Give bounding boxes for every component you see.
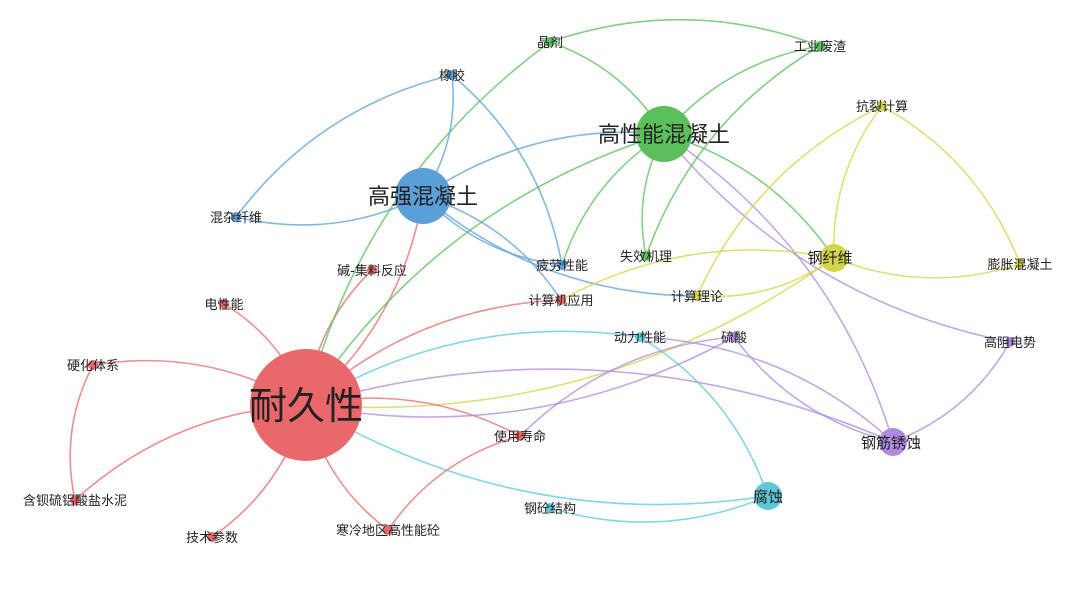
node-jisuanlilun[interactable] — [692, 291, 702, 301]
edge-gangxianwei-jisuanji — [560, 249, 835, 301]
node-shixiaojili[interactable] — [641, 251, 651, 261]
node-label-kangliejisuan: 抗裂计算 — [856, 100, 908, 115]
node-label-hanleng: 寒冷地区高性能砼 — [336, 523, 440, 539]
edge-naijiuxing-gaoxingneng — [305, 133, 665, 406]
node-label-donglixingneng: 动力性能 — [614, 331, 666, 346]
node-label-gaoxingneng: 高性能混凝土 — [598, 123, 730, 148]
nodes-layer — [70, 37, 1025, 542]
edge-gangxianwei-kangliejisuan — [833, 105, 883, 259]
node-hanlvhuawu[interactable] — [70, 495, 80, 505]
edge-gaoqiang-gaoxingneng — [422, 131, 665, 197]
node-label-jianjifanying: 碱-集料反应 — [337, 263, 407, 279]
node-gongyefeiqi[interactable] — [815, 41, 825, 51]
node-label-shiyongshouming: 使用寿命 — [494, 429, 546, 445]
node-pilaoxingneng[interactable] — [557, 260, 567, 270]
node-naijiuxing[interactable] — [250, 349, 362, 461]
node-donglixingneng[interactable] — [635, 332, 645, 342]
edge-naijiuxing-gangxianwei — [305, 257, 835, 409]
edge-yinghuatixi-hanlvhuawu — [69, 364, 94, 501]
edge-gaodianwei-gangjinxiushi — [892, 341, 1011, 443]
node-label-gaodianwei: 高阻电势 — [984, 335, 1036, 351]
node-gaoxingneng[interactable] — [636, 106, 692, 162]
node-label-gaoqiang: 高强混凝土 — [368, 185, 478, 210]
node-hunhexianwei[interactable] — [231, 212, 241, 222]
node-label-jisuanlilun: 计算理论 — [671, 290, 723, 305]
edge-xiangpi-hunhexianwei — [235, 74, 453, 218]
node-pengzhang[interactable] — [1015, 259, 1025, 269]
node-label-hanlvhuawu: 含钡硫铝酸盐水泥 — [23, 493, 127, 509]
node-label-jingkuang: 晶剂 — [537, 36, 563, 51]
node-label-pilaoxingneng: 疲劳性能 — [536, 258, 588, 274]
node-fushi[interactable] — [754, 482, 782, 510]
edge-gangxianwei-pengzhang — [833, 257, 1021, 279]
edge-naijiuxing-gangjinxiushi — [305, 368, 894, 443]
node-jishucanshu[interactable] — [207, 532, 217, 542]
edge-liulin-gangjinxiushi — [733, 336, 894, 443]
node-label-gongyefeiqi: 工业废渣 — [794, 39, 846, 55]
edge-gangxianwei-jisuanlilun — [696, 257, 835, 298]
node-label-pengzhang: 膨胀混凝土 — [987, 257, 1052, 273]
node-gangjinxiushi[interactable] — [879, 428, 907, 456]
node-label-shixiaojili: 失效机理 — [620, 250, 672, 265]
edge-kangliejisuan-jisuanlilun — [696, 105, 883, 297]
node-label-jishucanshu: 技术参数 — [186, 530, 238, 546]
node-label-yinghuatixi: 硬化体系 — [67, 359, 119, 374]
node-label-jisuanji: 计算机应用 — [528, 293, 593, 309]
node-gangjiegou[interactable] — [545, 503, 555, 513]
node-label-xiangpi: 橡胶 — [439, 68, 465, 84]
node-jisuanji[interactable] — [556, 295, 566, 305]
node-gangxianwei[interactable] — [820, 244, 848, 272]
edge-gaoqiang-jisuanlilun — [422, 195, 698, 297]
node-label-hunhexianwei: 混杂纤维 — [210, 211, 262, 226]
node-jianjifanying[interactable] — [367, 265, 377, 275]
node-jingkuang[interactable] — [545, 37, 555, 47]
node-label-gangjinxiushi: 钢筋锈蚀 — [861, 434, 921, 452]
node-xiangpi[interactable] — [447, 70, 457, 80]
node-dianxingneng[interactable] — [219, 299, 229, 309]
node-label-naijiuxing: 耐久性 — [249, 384, 363, 428]
node-gaoqiang[interactable] — [395, 168, 451, 224]
edge-donglixingneng-fushi — [639, 336, 769, 497]
edge-xiangpi-pilaoxingneng — [451, 74, 563, 266]
node-gaodianwei[interactable] — [1005, 337, 1015, 347]
node-hanleng[interactable] — [383, 525, 393, 535]
node-label-liulin: 硫酸 — [721, 331, 747, 346]
node-label-gangxianwei: 钢纤维 — [807, 249, 852, 267]
node-label-dianxingneng: 电性能 — [204, 298, 243, 313]
edge-hanleng-shiyongshouming — [387, 435, 521, 531]
edge-gongyefeiqi-shixiaojili — [645, 45, 821, 257]
edge-naijiuxing-fushi — [305, 404, 769, 506]
edge-jingkuang-gongyefeiqi — [549, 18, 821, 47]
edge-kangliejisuan-pengzhang — [881, 105, 1021, 265]
edge-donglixingneng-gangjinxiushi — [639, 336, 894, 443]
edge-naijiuxing-jingkuang — [305, 41, 551, 406]
edge-gaoxingneng-gangjinxiushi — [663, 133, 894, 443]
node-liulin[interactable] — [729, 332, 739, 342]
edge-gangjiegou-fushi — [549, 495, 769, 523]
edges-layer — [69, 18, 1021, 538]
node-label-gangjiegou: 钢砼结构 — [524, 502, 576, 517]
node-shiyongshouming[interactable] — [515, 431, 525, 441]
node-yinghuatixi[interactable] — [88, 360, 98, 370]
node-label-fushi: 腐蚀 — [753, 488, 783, 506]
edge-liulin-shiyongshouming — [519, 336, 735, 437]
node-kangliejisuan[interactable] — [877, 101, 887, 111]
